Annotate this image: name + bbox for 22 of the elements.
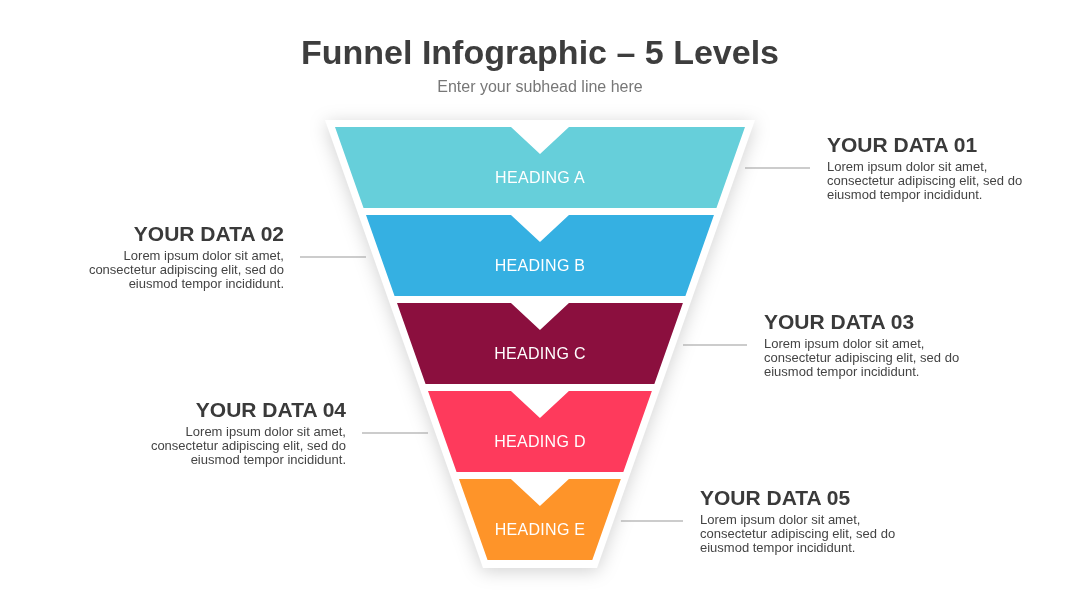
leader-line — [682, 344, 748, 346]
data-description: Lorem ipsum dolor sit amet, consectetur adipiscing elit, sed do eiusmod tempor incididunt. — [764, 337, 961, 379]
data-description: Lorem ipsum dolor sit amet, consectetur adipiscing elit, sed do eiusmod tempor incididunt. — [149, 425, 346, 467]
data-description: Lorem ipsum dolor sit amet, consectetur adipiscing elit, sed do eiusmod tempor incididunt. — [700, 513, 897, 555]
data-description: Lorem ipsum dolor sit amet, consectetur adipiscing elit, sed do eiusmod tempor incididunt. — [87, 249, 284, 291]
leader-line — [299, 256, 367, 258]
band-heading: HEADING D — [494, 432, 586, 451]
leader-line — [620, 520, 684, 522]
leader-line — [361, 432, 429, 434]
subtitle: Enter your subhead line here — [437, 77, 643, 97]
title: Funnel Infographic – 5 Levels — [301, 32, 779, 72]
leader-line — [744, 167, 811, 169]
band-heading: HEADING B — [494, 256, 586, 275]
data-heading: YOUR DATA 05 — [700, 486, 851, 510]
data-heading: YOUR DATA 04 — [195, 398, 346, 422]
data-heading: YOUR DATA 03 — [764, 310, 915, 334]
band-heading: HEADING C — [494, 344, 586, 363]
data-description: Lorem ipsum dolor sit amet, consectetur adipiscing elit, sed do eiusmod tempor incididunt. — [827, 160, 1024, 202]
band-heading: HEADING E — [494, 520, 586, 539]
band-heading: HEADING A — [495, 168, 585, 187]
data-heading: YOUR DATA 01 — [827, 133, 978, 157]
data-heading: YOUR DATA 02 — [133, 222, 284, 246]
